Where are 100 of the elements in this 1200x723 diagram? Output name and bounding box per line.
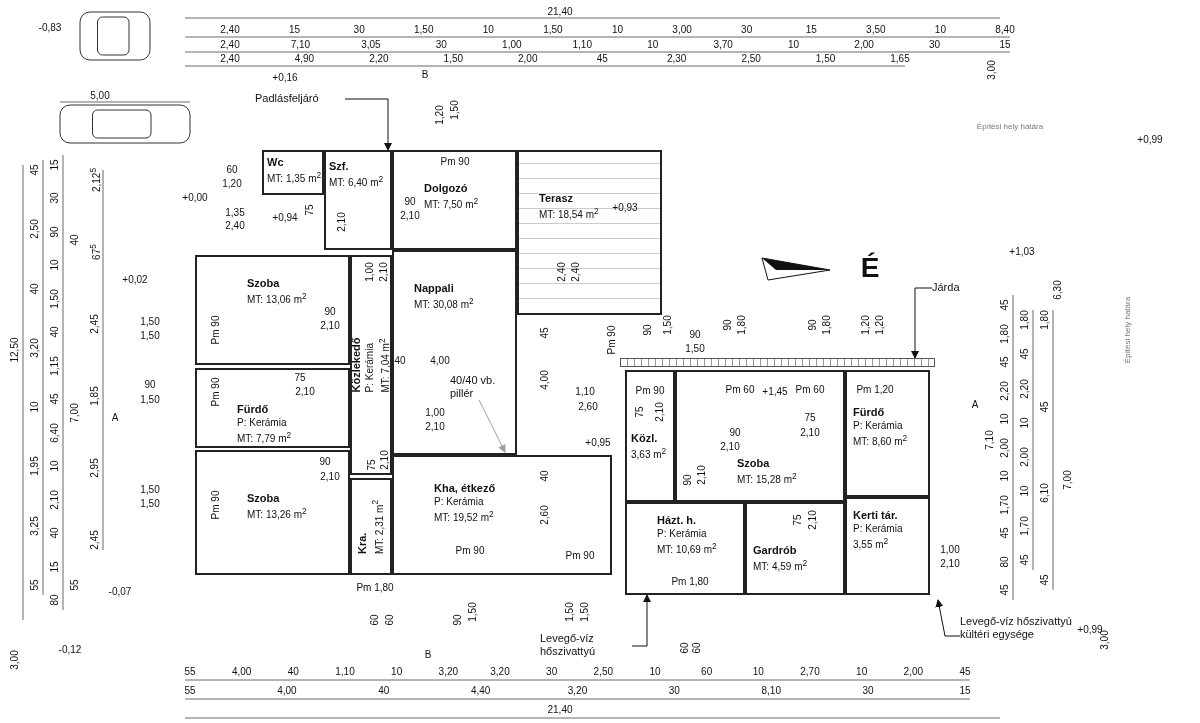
boundary-label: Építési hely határa: [976, 121, 1044, 133]
dimension-label: 60: [691, 642, 703, 654]
dimension-label: 2,10: [49, 489, 61, 510]
dimension-label: 10: [999, 470, 1011, 482]
dimension-label: 40: [69, 234, 81, 246]
dimension-label: 2,40: [220, 53, 240, 65]
level-label: +0,93: [612, 202, 638, 214]
leader-arrow: [935, 599, 961, 637]
dimension-label: 90: [689, 329, 701, 341]
dimension-label: 45: [1039, 401, 1051, 413]
dimension-label: 1,50: [579, 602, 591, 622]
dimension-label: 2,10: [320, 471, 340, 483]
dimension-label: 80: [49, 594, 61, 606]
room-name: Szf.: [329, 160, 350, 173]
dimension-label: 1,50: [414, 24, 434, 36]
dimension-label: 10: [934, 24, 946, 36]
room-name: Szoba: [737, 457, 771, 470]
dimension-label: 1,35: [225, 207, 245, 219]
dimension-label: 1,50: [140, 316, 160, 328]
room-area: [845, 497, 930, 595]
room-area: [845, 370, 930, 497]
dimension-label: 45: [999, 299, 1011, 311]
room-info: MT: 13,26 m$^{2}$: [247, 505, 307, 522]
section-letter: A: [111, 412, 119, 424]
dimension-label: 1,50: [49, 289, 61, 309]
dimension-label: Pm 90: [440, 156, 470, 168]
room-area: [392, 455, 612, 575]
dimension-label: 2,30: [666, 53, 687, 65]
dimension-label: 1,50: [443, 53, 464, 65]
dimension-label: 2,00: [518, 53, 538, 65]
room-info: P: Kerámia: [237, 416, 288, 429]
dimension-label: 30: [741, 24, 753, 36]
room-name: Szoba: [247, 492, 281, 505]
dimension-label: Pm 90: [606, 325, 618, 355]
dimension-label: 2,10: [400, 210, 420, 222]
dimension-label: 2,00: [854, 39, 874, 51]
room-info: MT: 7,79 m$^{2}$: [237, 429, 292, 446]
dimension-label: 3,20: [567, 685, 588, 697]
leader-arrow: [911, 287, 933, 359]
dimension-label: 40: [287, 666, 299, 678]
room-area: [324, 150, 392, 250]
dimension-label: 55: [69, 579, 81, 591]
dimension-label: 90: [324, 306, 336, 318]
room-info: MT: 6,40 m$^{2}$: [329, 173, 384, 190]
callout-label: Levegő-víz hőszivattyú: [540, 632, 597, 658]
callout-label: Járda: [932, 281, 961, 294]
level-label: -0,12: [58, 644, 82, 656]
dimension-label: 45: [999, 584, 1011, 596]
level-label: +0,16: [272, 72, 298, 84]
room-info: MT: 4,59 m$^{2}$: [753, 557, 808, 574]
dimension-label: 1,20: [222, 178, 242, 190]
dimension-label: Pm 60: [795, 384, 825, 396]
dimension-label: 3,20: [438, 666, 459, 678]
dimension-label: 90: [722, 319, 734, 331]
dimension-label: 15: [289, 24, 301, 36]
dimension-label: 75: [294, 372, 306, 384]
level-label: -0,83: [38, 22, 62, 34]
dimension-label: 2,00: [903, 666, 924, 678]
dimension-label: 1,50: [140, 484, 160, 496]
level-label: +0,99: [1137, 134, 1163, 146]
dimension-label: 1,70: [999, 494, 1011, 515]
dimension-label: 1,50: [449, 100, 461, 120]
room-info: P: Kerámia: [853, 522, 903, 535]
sidewalk-strip: [620, 358, 935, 367]
level-label: -0,07: [108, 586, 132, 598]
dimension-label: 2,60: [539, 505, 551, 525]
dimension-label: 2,40: [225, 220, 245, 232]
dimension-label: 1,20: [874, 315, 886, 335]
dimension-label: 2,10: [800, 427, 820, 439]
dimension-label: 60: [226, 164, 238, 176]
dimension-label: 2,50: [741, 53, 761, 65]
dimension-label: Pm 1,20: [856, 384, 894, 396]
dimension-label: 2,00: [999, 437, 1011, 458]
dimension-label: Pm 90: [455, 545, 485, 557]
dimension-label: 60: [384, 614, 396, 626]
dimension-label: 3,20: [490, 666, 510, 678]
dimension-label: 1,80: [1019, 310, 1031, 330]
dimension-label: 45: [959, 666, 971, 678]
dimension-label: Pm 60: [725, 384, 755, 396]
dimension-label: 2,40: [556, 262, 568, 282]
room-name: Szoba: [247, 277, 281, 290]
dimension-label: 30: [928, 39, 941, 51]
dimension-label: 4,00: [231, 666, 252, 678]
dimension-label: 2,95: [89, 458, 101, 478]
dimension-label: 2,10: [807, 510, 819, 530]
dimension-label: 75: [634, 406, 646, 418]
dimension-label: 4,00: [430, 355, 450, 367]
room-area: [745, 502, 845, 595]
dimension-label: 1,50: [140, 498, 160, 510]
dimension-label: 2,40: [220, 39, 240, 51]
dimension-label: 2,10: [696, 465, 708, 485]
dimension-label: 2,45: [89, 530, 101, 550]
dimension-label: 6,30: [1052, 280, 1064, 300]
room-name: Nappali: [414, 282, 455, 295]
dimension-label: 90: [144, 379, 156, 391]
dimension-label: 2,40: [570, 262, 582, 282]
dimension-label: 1,50: [815, 53, 836, 65]
dimension-label: 1,50: [662, 315, 674, 335]
dimension-label: 2,40: [220, 24, 240, 36]
dimension-label: 45: [49, 393, 61, 405]
